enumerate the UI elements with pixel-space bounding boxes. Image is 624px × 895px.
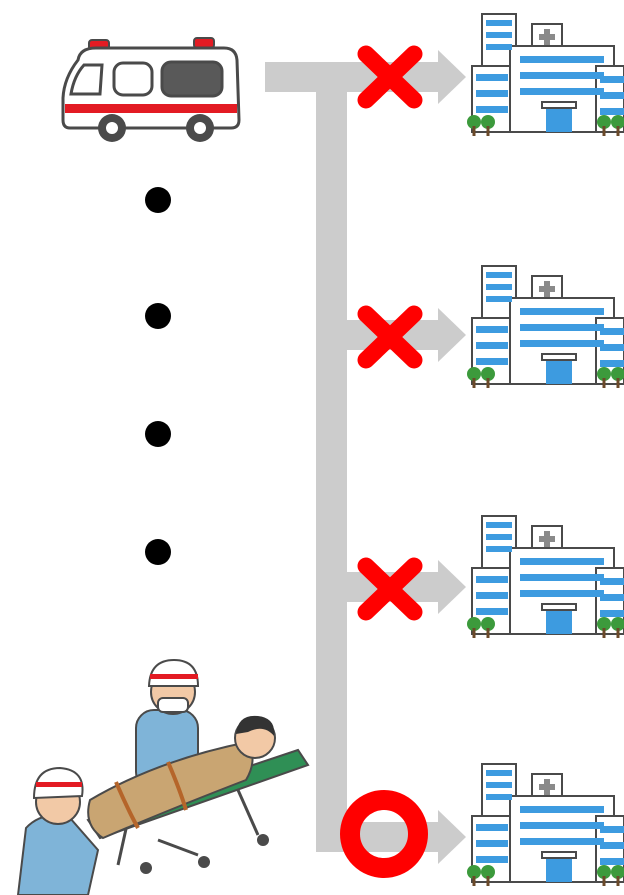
hospital-icon <box>466 512 624 642</box>
hospital-icon <box>466 10 624 140</box>
arrow-head <box>438 810 466 864</box>
connector-trunk <box>316 62 347 852</box>
arrow-head <box>438 308 466 362</box>
hospital-icon <box>466 262 624 392</box>
hospital-icon <box>466 760 624 890</box>
arrow-head <box>438 50 466 104</box>
stretcher-team-icon <box>8 650 318 895</box>
cross-mark-icon <box>356 304 424 370</box>
cross-mark-icon <box>356 556 424 622</box>
circle-mark-icon <box>336 786 432 882</box>
cross-mark-icon <box>356 44 424 110</box>
paramedic-figure <box>18 768 98 895</box>
arrow-head <box>438 560 466 614</box>
